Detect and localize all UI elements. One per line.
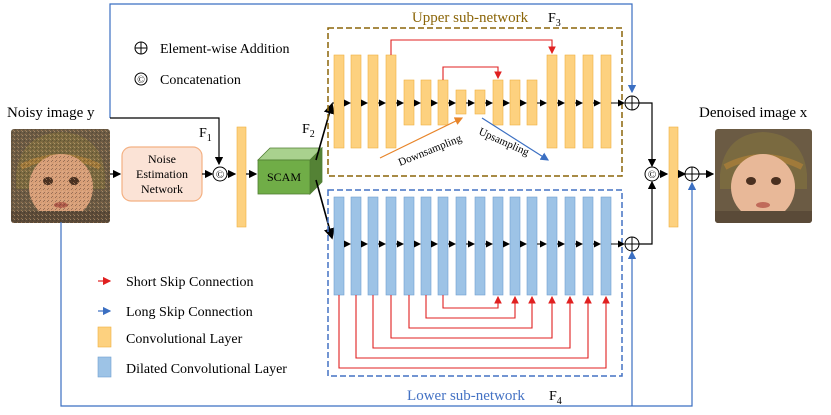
upper-subnetwork-frame (327, 27, 623, 177)
scam-label: SCAM (267, 170, 301, 184)
input-to-f1 (110, 117, 224, 166)
f2-to-upper (315, 102, 335, 161)
denoised-image-label: Denoised image x (699, 105, 808, 121)
long-skip-bottom (60, 181, 697, 407)
denoised-photo (715, 129, 812, 223)
upper-subnetwork-title: Upper sub-network (412, 10, 529, 26)
downsampling-arrow (379, 117, 464, 159)
legend-add-label: Element-wise Addition (160, 42, 289, 57)
legend-concat-label: Concatenation (160, 73, 241, 88)
legend-long-skip-label: Long Skip Connection (126, 305, 253, 320)
lower-subnetwork-title: Lower sub-network (407, 388, 525, 404)
concat-node-2-symbol: © (648, 169, 656, 181)
legend-conv-label: Convolutional Layer (126, 332, 243, 347)
noisy-photo (11, 129, 110, 223)
legend-concat-glyph: © (137, 75, 145, 86)
f3-label: F3 (548, 11, 561, 29)
legend-concat-symbol (134, 72, 148, 86)
add-node-lower (624, 236, 640, 252)
f2-to-lower (315, 179, 335, 240)
noise-box-line1: Noise (148, 152, 176, 166)
long-skip-top (109, 3, 637, 118)
noise-box-line2: Estimation (136, 167, 188, 181)
legend-dilated-icon (97, 356, 112, 378)
add-node-final (684, 166, 700, 182)
legend-add-symbol (134, 41, 148, 55)
upsampling-arrow (481, 117, 550, 161)
f1-label: F1 (199, 126, 212, 144)
lower-dilated-bars (333, 196, 612, 296)
add-node-upper (624, 95, 640, 111)
concat-node-1-symbol: © (216, 169, 224, 181)
lower-subnetwork-frame (327, 189, 623, 377)
scam-block (257, 147, 323, 195)
conv-layer-f1 (236, 126, 247, 228)
legend-short-skip-label: Short Skip Connection (126, 275, 254, 290)
upper-conv-bars (333, 54, 612, 149)
noisy-image-label: Noisy image y (7, 105, 95, 121)
downsampling-label: Downsampling (397, 132, 464, 168)
f4-label: F4 (549, 389, 562, 407)
noise-box-line3: Network (141, 182, 183, 196)
legend-conv-icon (97, 326, 112, 348)
upsampling-label: Upsampling (477, 126, 531, 159)
conv-layer-final (668, 126, 679, 228)
f2-label: F2 (302, 122, 315, 140)
legend-dilated-label: Dilated Convolutional Layer (126, 362, 287, 377)
